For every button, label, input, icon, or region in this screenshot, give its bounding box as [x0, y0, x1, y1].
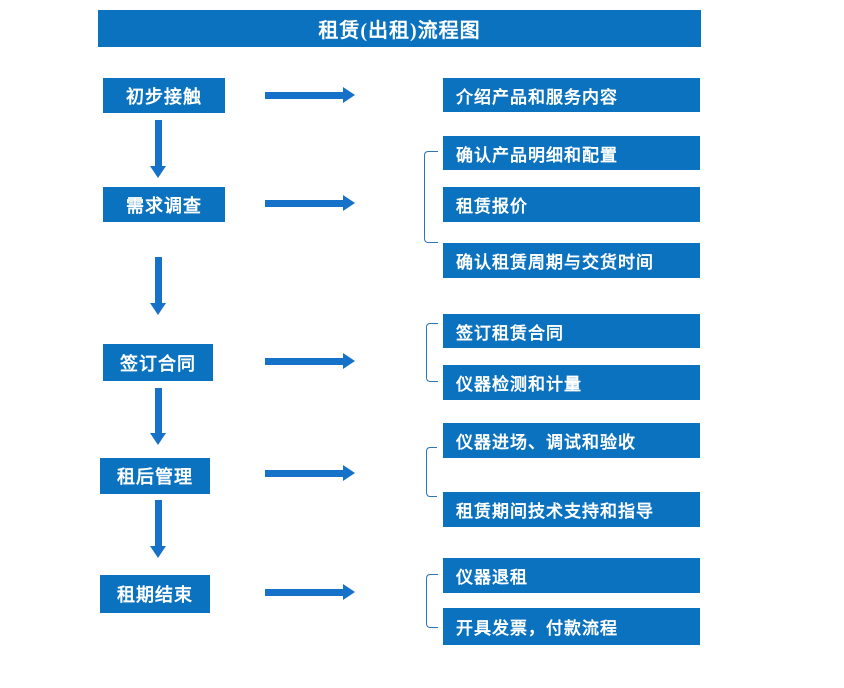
- detail-box: 仪器退租: [443, 558, 700, 593]
- stage-box-demand-survey: 需求调查: [103, 187, 225, 222]
- right-arrow-icon: [265, 195, 355, 211]
- down-arrow-icon: [150, 120, 166, 178]
- detail-box: 签订租赁合同: [443, 314, 700, 348]
- detail-box: 确认租赁周期与交货时间: [443, 243, 700, 278]
- detail-box: 确认产品明细和配置: [443, 136, 700, 170]
- detail-box: 仪器进场、调试和验收: [443, 423, 700, 458]
- stage-box-sign-contract: 签订合同: [103, 344, 213, 381]
- down-arrow-icon: [150, 388, 166, 445]
- right-arrow-icon: [265, 87, 355, 103]
- detail-box: 开具发票，付款流程: [443, 608, 700, 645]
- detail-box: 介绍产品和服务内容: [443, 78, 700, 112]
- right-arrow-icon: [265, 465, 355, 481]
- down-arrow-icon: [150, 500, 166, 558]
- right-arrow-icon: [265, 353, 355, 369]
- group-bracket: [424, 151, 438, 243]
- page-title: 租赁(出租)流程图: [318, 20, 481, 42]
- stage-box-lease-end: 租期结束: [100, 575, 210, 613]
- detail-box: 仪器检测和计量: [443, 365, 700, 400]
- right-arrow-icon: [265, 584, 355, 600]
- stage-box-initial-contact: 初步接触: [103, 78, 225, 113]
- group-bracket: [426, 323, 438, 382]
- group-bracket: [426, 574, 438, 628]
- group-bracket: [426, 447, 437, 497]
- detail-box: 租赁报价: [443, 187, 700, 222]
- down-arrow-icon: [150, 257, 166, 315]
- detail-box: 租赁期间技术支持和指导: [443, 492, 700, 527]
- title-banner: 租赁(出租)流程图: [98, 10, 701, 47]
- stage-box-post-rental-management: 租后管理: [100, 458, 210, 494]
